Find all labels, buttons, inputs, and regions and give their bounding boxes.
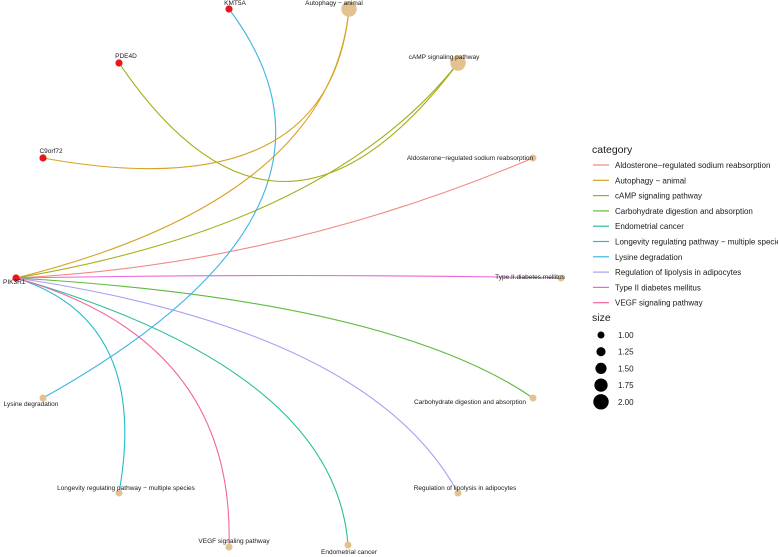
edge-pik3r1-autophagy bbox=[15, 8, 350, 279]
category-label-endometrial: Endometrial cancer bbox=[321, 549, 378, 556]
legend-size-label-4: 2.00 bbox=[618, 398, 634, 407]
category-label-carbohydrate: Carbohydrate digestion and absorption bbox=[414, 399, 526, 406]
category-label-lysine: Lysine degradation bbox=[4, 401, 59, 408]
category-label-autophagy: Autophagy − animal bbox=[305, 0, 363, 7]
legend-size-dot-3 bbox=[594, 378, 608, 392]
legend-size-dot-4 bbox=[593, 394, 609, 410]
gene-label-pik3r1: PIK3R1 bbox=[3, 279, 26, 286]
legend-size-label-2: 1.50 bbox=[618, 364, 634, 373]
edge-pik3r1-longevity bbox=[15, 277, 126, 494]
legend-size-label-1: 1.25 bbox=[618, 348, 634, 357]
edge-pde4d-camp bbox=[118, 62, 459, 182]
legend-size-label-3: 1.75 bbox=[618, 381, 634, 390]
legend-label-vegf: VEGF signaling pathway bbox=[615, 299, 703, 308]
legend-label-longevity: Longevity regulating pathway − multiple … bbox=[615, 238, 778, 247]
legend-label-autophagy: Autophagy − animal bbox=[615, 176, 686, 185]
gene-node-pik3r1 bbox=[12, 274, 20, 282]
legend-category-title: category bbox=[592, 144, 633, 156]
legend-label-diabetes: Type II diabetes mellitus bbox=[615, 283, 701, 292]
gene-label-kmt5a: KMT5A bbox=[224, 0, 246, 7]
legend-label-lysine: Lysine degradation bbox=[615, 253, 682, 262]
legend-label-lipolysis: Regulation of lipolysis in adipocytes bbox=[615, 268, 741, 277]
category-label-vegf: VEGF signaling pathway bbox=[198, 538, 270, 545]
category-node-endometrial bbox=[344, 541, 352, 549]
legend-size-label-0: 1.00 bbox=[618, 331, 634, 340]
category-node-camp bbox=[450, 55, 466, 71]
legend-label-endometrial: Endometrial cancer bbox=[615, 222, 684, 231]
category-node-lipolysis bbox=[454, 489, 462, 497]
legend: category Aldosterone−regulated sodium re… bbox=[592, 144, 778, 410]
nodes-layer bbox=[12, 1, 565, 551]
edge-pik3r1-carbohydrate bbox=[15, 277, 534, 399]
category-node-diabetes bbox=[557, 274, 565, 282]
gene-label-c9orf72: C9orf72 bbox=[39, 148, 63, 155]
edge-pik3r1-endometrial bbox=[15, 277, 349, 546]
edge-pik3r1-aldosterone bbox=[15, 157, 534, 279]
edge-kmt5a-lysine bbox=[42, 8, 277, 399]
category-node-autophagy bbox=[341, 1, 357, 17]
edges-layer bbox=[15, 8, 562, 548]
category-node-vegf bbox=[225, 543, 233, 551]
legend-size-title: size bbox=[592, 312, 611, 324]
category-node-lysine bbox=[39, 394, 47, 402]
category-label-aldosterone: Aldosterone−regulated sodium reabsorptio… bbox=[407, 155, 534, 162]
labels-layer: Aldosterone−regulated sodium reabsorptio… bbox=[3, 0, 566, 556]
edge-pik3r1-camp bbox=[15, 62, 459, 279]
edge-pik3r1-lipolysis bbox=[15, 277, 459, 494]
legend-size-dot-1 bbox=[596, 347, 606, 357]
gene-node-kmt5a bbox=[225, 5, 233, 13]
legend-label-camp: cAMP signaling pathway bbox=[615, 192, 702, 201]
category-node-carbohydrate bbox=[529, 394, 537, 402]
legend-size-items: 1.00 1.25 1.50 1.75 2.00 bbox=[593, 331, 634, 410]
edge-pik3r1-diabetes bbox=[15, 274, 562, 279]
gene-node-pde4d bbox=[115, 59, 123, 67]
category-label-lipolysis: Regulation of lipolysis in adipocytes bbox=[414, 485, 517, 492]
legend-label-aldosterone: Aldosterone−regulated sodium reabsorptio… bbox=[615, 161, 770, 170]
category-label-longevity: Longevity regulating pathway − multiple … bbox=[57, 485, 196, 492]
gene-label-pde4d: PDE4D bbox=[115, 53, 137, 60]
edge-pik3r1-vegf bbox=[15, 277, 230, 548]
category-label-diabetes: Type.II.diabetes.mellitus bbox=[495, 274, 565, 281]
category-label-camp: cAMP signaling pathway bbox=[409, 54, 480, 61]
gene-node-c9orf72 bbox=[39, 154, 47, 162]
legend-size-dot-2 bbox=[595, 362, 607, 374]
category-node-longevity bbox=[115, 489, 123, 497]
edge-c9orf72-autophagy bbox=[42, 8, 350, 170]
legend-label-carbohydrate: Carbohydrate digestion and absorption bbox=[615, 207, 753, 216]
category-node-aldosterone bbox=[529, 154, 537, 162]
legend-category-items: Aldosterone−regulated sodium reabsorptio… bbox=[593, 161, 778, 308]
legend-size-dot-0 bbox=[597, 331, 605, 339]
